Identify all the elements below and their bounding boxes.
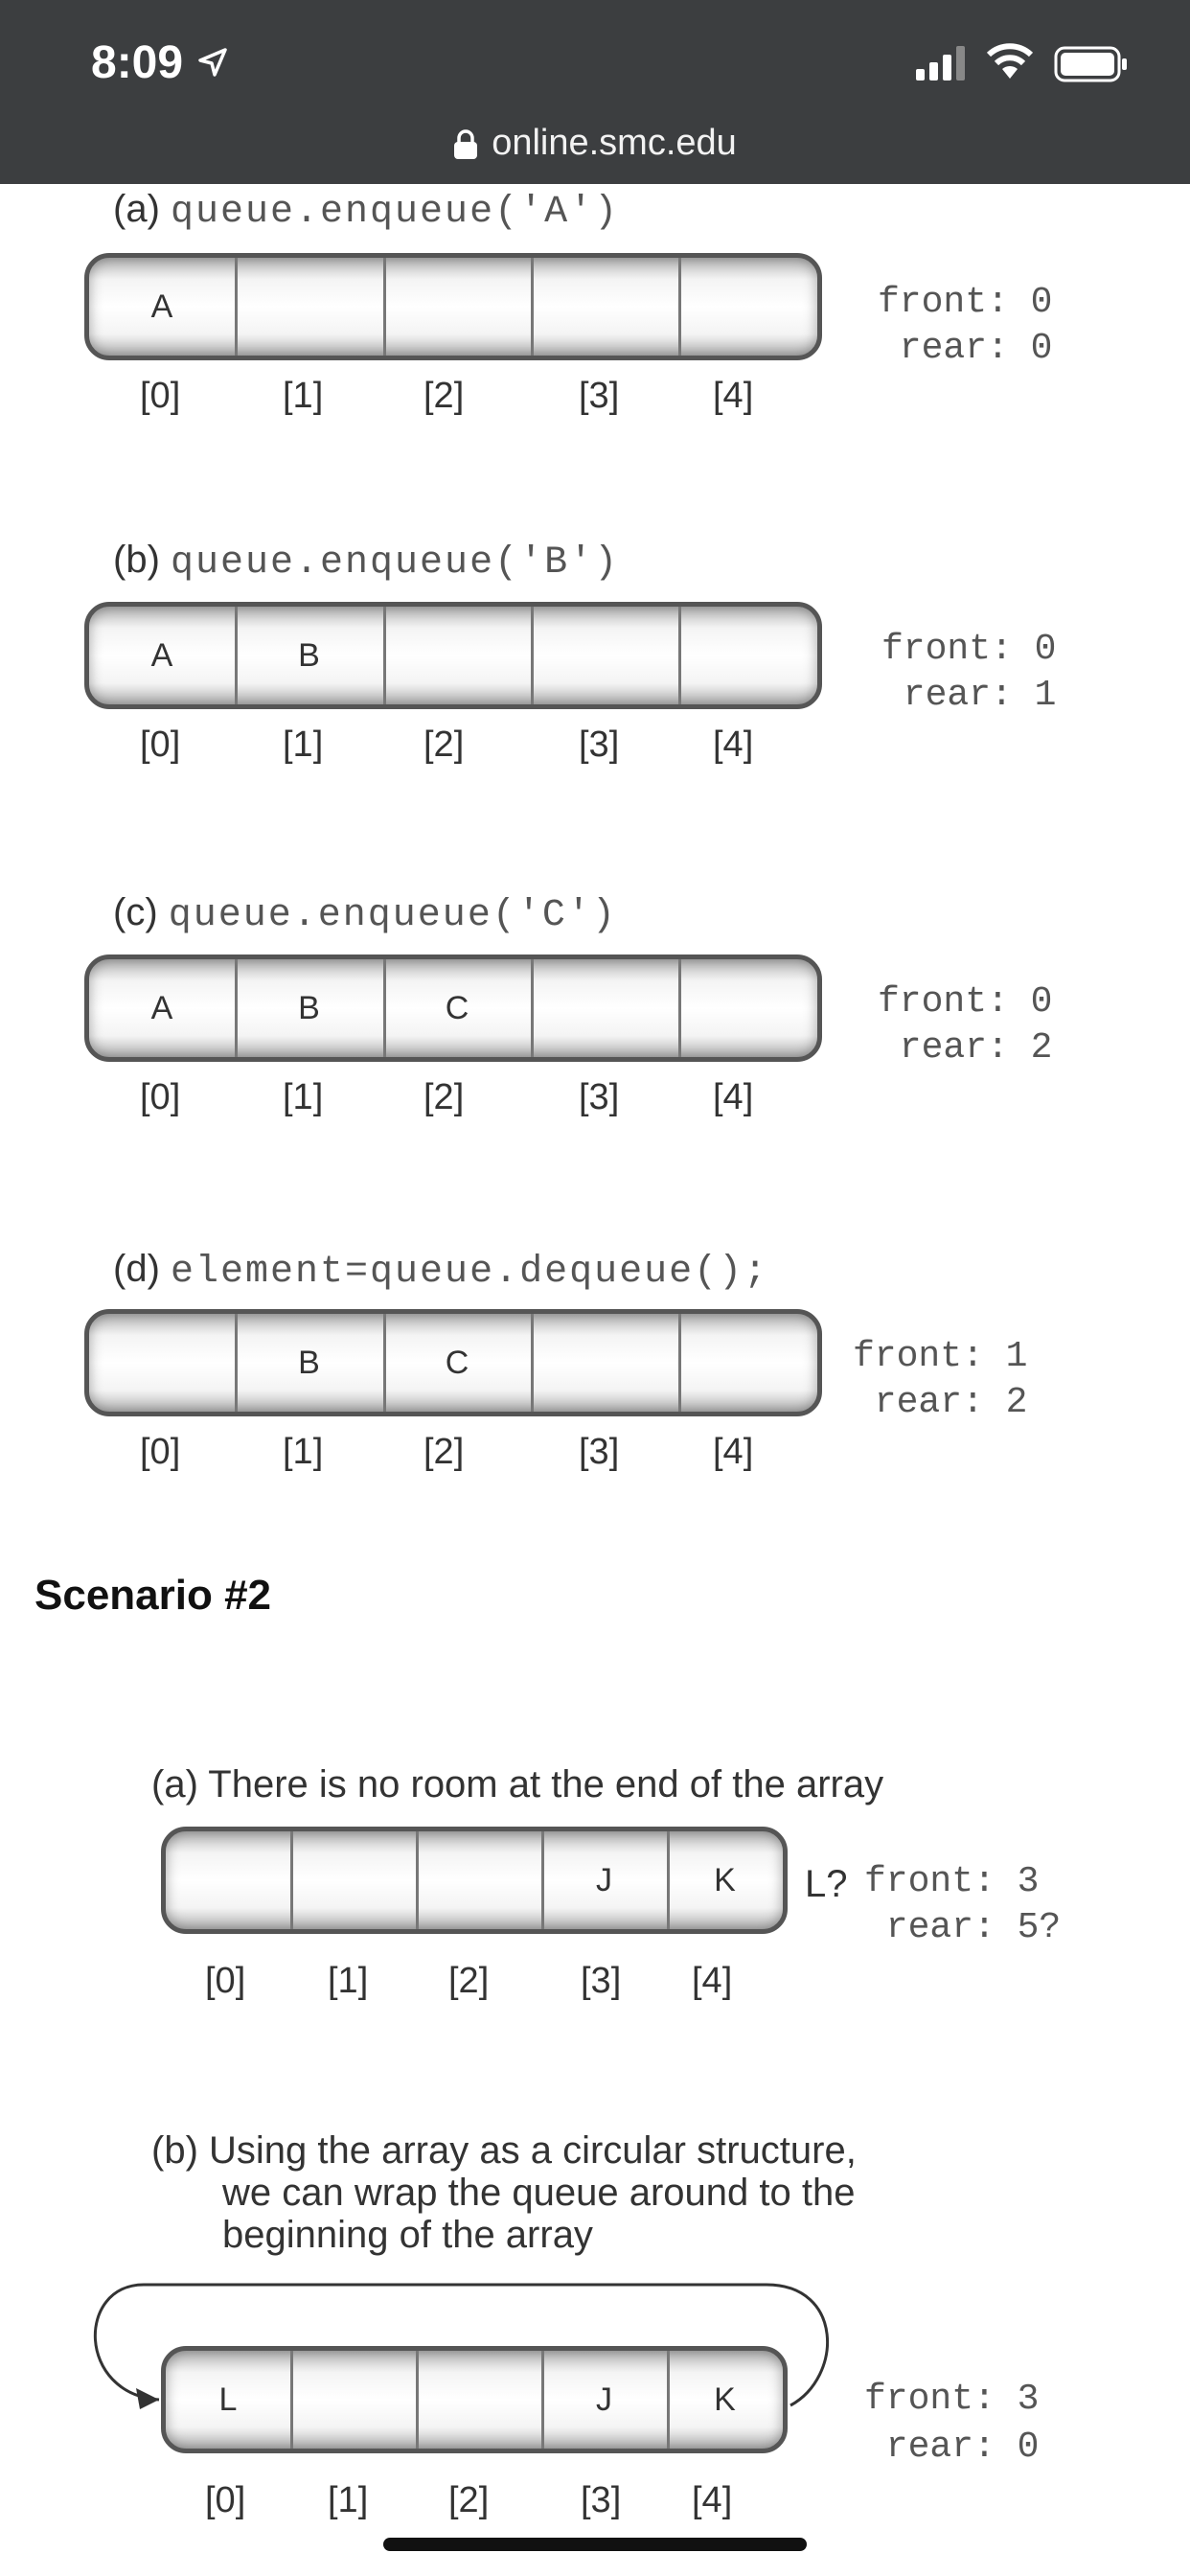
queue-array-2b: L J K: [161, 2346, 788, 2453]
index-label: [2]: [423, 1077, 465, 1117]
index-label: [1]: [283, 376, 324, 416]
array-cell: [383, 258, 534, 356]
array-cell: [235, 258, 386, 356]
index-label: [2]: [448, 2480, 490, 2520]
queue-array-1b: A B: [84, 602, 822, 709]
clock: 8:09: [91, 37, 184, 88]
array-cell: [678, 1314, 817, 1412]
array-cell: J: [541, 1831, 670, 1929]
home-indicator[interactable]: [383, 2538, 807, 2551]
scenario-heading: Scenario #2: [34, 1572, 272, 1619]
array-cell: [678, 959, 817, 1057]
array-cell: C: [383, 959, 534, 1057]
array-cell: [531, 1314, 681, 1412]
array-cell: [678, 258, 817, 356]
array-cell: [531, 959, 681, 1057]
index-label: [4]: [692, 1961, 733, 2001]
location-arrow-icon: [198, 48, 227, 77]
caption-2a: (a) There is no room at the end of the a…: [151, 1763, 884, 1806]
index-label: [4]: [713, 724, 754, 765]
index-label: [1]: [328, 1961, 369, 2001]
array-cell: C: [383, 1314, 534, 1412]
front-label: front: 1: [853, 1336, 1028, 1377]
rear-label: rear: 2: [853, 1382, 1028, 1423]
index-label: [3]: [581, 2480, 622, 2520]
array-cell: [290, 1831, 419, 1929]
index-label: [1]: [283, 724, 324, 765]
rear-label: rear: 1: [881, 675, 1057, 716]
index-label: [0]: [140, 376, 181, 416]
array-cell: A: [89, 258, 238, 356]
rear-label: rear: 0: [864, 2426, 1040, 2468]
front-label: front: 0: [878, 282, 1053, 323]
index-label: [4]: [713, 1432, 754, 1472]
array-cell: [290, 2351, 419, 2449]
caption-1a: (a) queue.enqueue('A'): [113, 188, 620, 234]
index-label: [4]: [692, 2480, 733, 2520]
front-label: front: 0: [878, 981, 1053, 1023]
index-label: [2]: [423, 724, 465, 765]
queue-array-2a: J K: [161, 1827, 788, 1934]
array-cell: [416, 2351, 544, 2449]
array-cell: [383, 607, 534, 704]
queue-array-1d: B C: [84, 1309, 822, 1416]
array-cell: A: [89, 959, 238, 1057]
array-cell: [531, 258, 681, 356]
rear-label: rear: 2: [878, 1027, 1053, 1069]
wifi-icon: [986, 43, 1034, 79]
index-label: [1]: [328, 2480, 369, 2520]
index-label: [3]: [579, 724, 620, 765]
index-label: [3]: [579, 376, 620, 416]
array-cell: [416, 1831, 544, 1929]
array-cell: [89, 1314, 238, 1412]
index-label: [1]: [283, 1077, 324, 1117]
array-cell: J: [541, 2351, 670, 2449]
index-label: [0]: [140, 1432, 181, 1472]
index-label: [4]: [713, 376, 754, 416]
index-label: [4]: [713, 1077, 754, 1117]
index-label: [2]: [423, 376, 465, 416]
index-label: [0]: [140, 724, 181, 765]
index-label: [0]: [140, 1077, 181, 1117]
battery-icon: [1054, 46, 1127, 82]
front-label: front: 3: [864, 2379, 1040, 2420]
wraparound-arrow: [93, 2283, 830, 2409]
caption-1b: (b) queue.enqueue('B'): [113, 539, 620, 585]
rear-label: rear: 5?: [864, 1907, 1062, 1948]
array-cell: [678, 607, 817, 704]
index-label: [3]: [579, 1432, 620, 1472]
caption-1d: (d) element=queue.dequeue();: [113, 1248, 769, 1294]
array-cell: K: [714, 1861, 736, 1898]
queue-array-1c: A B C: [84, 954, 822, 1062]
array-cell: K: [714, 2380, 736, 2418]
index-label: [3]: [581, 1961, 622, 2001]
front-label: front: 0: [881, 629, 1057, 670]
rear-label: rear: 0: [878, 328, 1053, 369]
array-cell: B: [235, 959, 386, 1057]
index-label: [3]: [579, 1077, 620, 1117]
index-label: [2]: [448, 1961, 490, 2001]
cellular-signal-icon: [916, 46, 965, 80]
array-cell: B: [235, 607, 386, 704]
array-cell: A: [89, 607, 238, 704]
lock-icon: [454, 129, 478, 159]
queue-array-1a: A: [84, 253, 822, 360]
array-cell: B: [235, 1314, 386, 1412]
array-cell: [531, 607, 681, 704]
array-cell: [166, 1831, 293, 1929]
caption-1c: (c) queue.enqueue('C'): [113, 891, 617, 937]
index-label: [2]: [423, 1432, 465, 1472]
index-label: [1]: [283, 1432, 324, 1472]
front-label: front: 3: [864, 1861, 1040, 1902]
url-text: online.smc.edu: [492, 123, 737, 163]
overflow-label: L?: [805, 1863, 848, 1905]
index-label: [0]: [205, 1961, 246, 2001]
index-label: [0]: [205, 2480, 246, 2520]
address-bar[interactable]: online.smc.edu: [0, 123, 1190, 164]
status-bar: 8:09 online.smc.edu: [0, 0, 1190, 184]
array-cell: L: [166, 2351, 293, 2449]
caption-2b: (b) Using the array as a circular struct…: [151, 2129, 857, 2256]
